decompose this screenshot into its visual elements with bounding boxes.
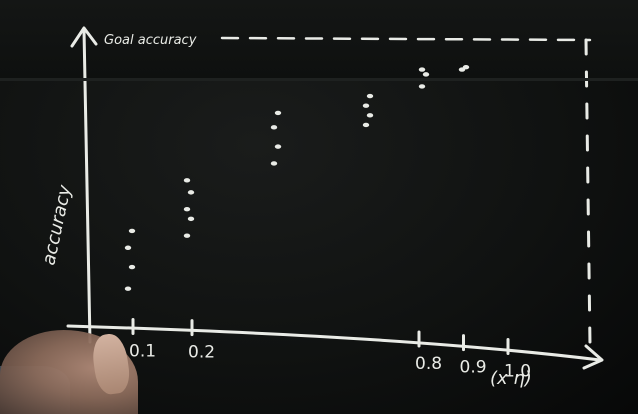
data-point xyxy=(366,113,374,118)
data-point xyxy=(128,264,136,270)
y-axis-label: accuracy xyxy=(38,183,75,267)
y-axis-arrowhead xyxy=(70,26,98,48)
data-point xyxy=(124,286,132,291)
data-point xyxy=(270,125,278,130)
goal-accuracy-label: Goal accuracy xyxy=(104,33,197,48)
data-point xyxy=(183,233,191,238)
x-tick-label: 0.2 xyxy=(188,343,215,363)
data-point xyxy=(183,207,191,212)
x-axis-arrowhead xyxy=(582,344,604,370)
x-tick-label: 1.0 xyxy=(504,362,531,382)
data-point xyxy=(362,122,370,128)
vertical-dashed-line xyxy=(584,38,592,347)
data-point xyxy=(187,216,195,222)
x-axis-label: (x η) xyxy=(490,368,532,389)
data-point xyxy=(418,84,426,89)
data-point xyxy=(274,110,282,116)
data-point xyxy=(366,93,374,99)
x-tick-label: 0.1 xyxy=(129,341,156,361)
data-point xyxy=(422,72,430,77)
data-point xyxy=(187,190,195,195)
data-point xyxy=(270,161,278,166)
x-axis xyxy=(66,324,602,362)
x-tick-label: 0.8 xyxy=(415,354,442,374)
data-point xyxy=(362,103,370,108)
y-axis xyxy=(82,28,92,344)
data-point xyxy=(183,178,191,183)
data-point xyxy=(462,64,470,70)
x-tick-label: 0.9 xyxy=(460,358,487,378)
data-point xyxy=(418,67,426,72)
data-point xyxy=(124,245,132,250)
data-point xyxy=(128,228,136,234)
goal-line xyxy=(220,36,592,42)
data-point xyxy=(274,144,282,149)
x-ticks: 0.1 0.2 0.8 0.9 1.0 xyxy=(129,317,531,382)
data-marks xyxy=(124,64,470,291)
